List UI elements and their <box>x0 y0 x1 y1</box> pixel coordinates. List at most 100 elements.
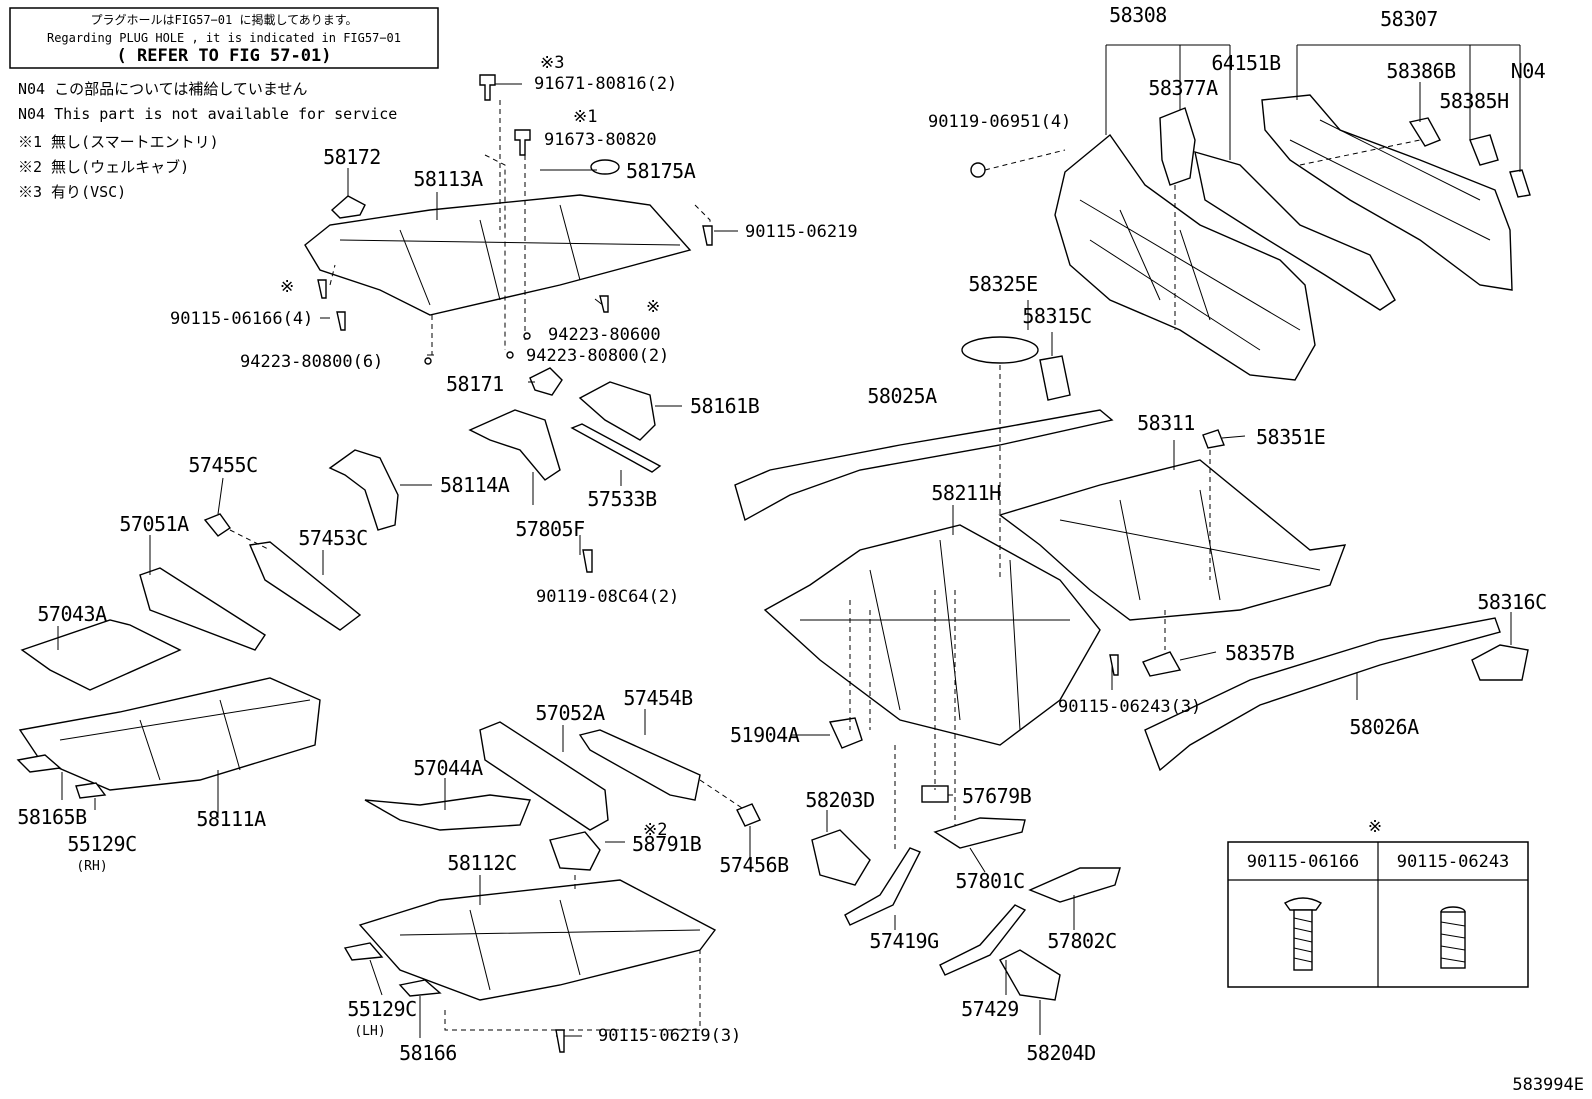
label-57419G[interactable]: 57419G <box>869 929 939 953</box>
label-94223-80600[interactable]: 94223-80600 <box>548 325 661 345</box>
label-57454B[interactable]: 57454B <box>623 686 693 710</box>
part-58204D-drawing <box>999 949 1061 1001</box>
label-58386B[interactable]: 58386B <box>1386 59 1456 83</box>
label-58204D[interactable]: 58204D <box>1026 1041 1096 1065</box>
label-57533B[interactable]: 57533B <box>587 487 657 511</box>
notice-en: Regarding PLUG HOLE , it is indicated in… <box>47 31 401 45</box>
label-58172[interactable]: 58172 <box>323 145 381 169</box>
part-58311-drawing <box>998 459 1347 621</box>
legend-col1-header: 90115-06166 <box>1247 852 1360 872</box>
label-58026A[interactable]: 58026A <box>1349 715 1419 739</box>
part-58316C-drawing <box>1471 644 1529 681</box>
label-N04[interactable]: N04 <box>1511 59 1547 83</box>
label-58025A[interactable]: 58025A <box>867 384 937 408</box>
label-58114A[interactable]: 58114A <box>440 473 510 497</box>
label-57456B[interactable]: 57456B <box>719 853 789 877</box>
part-58325E-drawing <box>961 336 1039 364</box>
label-58791B[interactable]: 58791B <box>632 832 702 856</box>
bolt-90115-06243-icon <box>1440 906 1466 969</box>
label-58307[interactable]: 58307 <box>1380 7 1438 31</box>
label-58166[interactable]: 58166 <box>399 1041 457 1065</box>
label-57801C[interactable]: 57801C <box>955 869 1025 893</box>
note-m3: ※3 有り(VSC) <box>18 183 126 201</box>
label-64151B[interactable]: 64151B <box>1211 51 1281 75</box>
label-58357B[interactable]: 58357B <box>1225 641 1295 665</box>
bolt-90115-06219-drawing <box>702 225 713 246</box>
part-57043A-drawing <box>20 619 182 691</box>
part-58791B-drawing <box>549 831 601 871</box>
part-58172-drawing <box>330 195 366 219</box>
label-57429[interactable]: 57429 <box>961 997 1019 1021</box>
label-58113A[interactable]: 58113A <box>413 167 483 191</box>
bolt-x-drawing <box>599 295 609 313</box>
part-51904A-drawing <box>828 717 863 749</box>
label-58311[interactable]: 58311 <box>1137 411 1195 435</box>
label-58165B[interactable]: 58165B <box>17 805 87 829</box>
label-90115-06219[interactable]: 90115-06219 <box>745 222 858 242</box>
bolt-90115-06166-icon <box>1283 897 1323 971</box>
label-55129C-rh[interactable]: 55129C <box>67 832 137 856</box>
label-58211H[interactable]: 58211H <box>931 481 1001 505</box>
label-94223-80800-2[interactable]: 94223-80800(2) <box>526 346 669 366</box>
part-55129C-lh-drawing <box>343 942 384 961</box>
part-58315C-drawing <box>1039 355 1071 401</box>
label-57051A[interactable]: 57051A <box>119 512 189 536</box>
label-57052A[interactable]: 57052A <box>535 701 605 725</box>
label-58377A[interactable]: 58377A <box>1148 76 1218 100</box>
label-58112C[interactable]: 58112C <box>447 851 517 875</box>
label-57453C[interactable]: 57453C <box>298 526 368 550</box>
part-N04-drawing <box>1509 169 1531 198</box>
bolt-91671-drawing <box>479 74 496 101</box>
label-90115-06219-3[interactable]: 90115-06219(3) <box>598 1026 741 1046</box>
nut-94223-80800-6-drawing <box>424 357 432 365</box>
part-58165B-drawing <box>16 754 62 773</box>
label-rh: (RH) <box>76 859 107 874</box>
label-57805F[interactable]: 57805F <box>515 517 585 541</box>
label-91673-80820[interactable]: 91673-80820 <box>544 130 657 150</box>
label-90115-06166[interactable]: 90115-06166(4) <box>170 309 313 329</box>
label-90119-08C64[interactable]: 90119-08C64(2) <box>536 587 679 607</box>
notice-refer-link[interactable]: ( REFER TO FIG 57-01) <box>117 46 332 66</box>
label-91671-80816[interactable]: 91671-80816(2) <box>534 74 677 94</box>
label-58175A[interactable]: 58175A <box>626 159 696 183</box>
label-58171[interactable]: 58171 <box>446 372 504 396</box>
label-58308[interactable]: 58308 <box>1109 3 1167 27</box>
label-90119-06951[interactable]: 90119-06951(4) <box>928 112 1071 132</box>
part-labels: 58308 58307 64151B 58377A 58386B N04 583… <box>17 3 1547 1065</box>
note-n04-jp: N04 この部品については補給していません <box>18 80 307 98</box>
label-57043A[interactable]: 57043A <box>37 602 107 626</box>
label-58161B[interactable]: 58161B <box>690 394 760 418</box>
part-58026A-drawing <box>1144 617 1501 772</box>
notice-jp: プラグホールはFIG57−01 に掲載してあります。 <box>90 12 357 27</box>
part-57453C-drawing <box>248 541 362 631</box>
part-57044A-drawing <box>364 794 531 831</box>
label-58316C[interactable]: 58316C <box>1477 590 1547 614</box>
part-57419G-drawing <box>844 847 921 926</box>
bolt-90115-06219-3-drawing <box>555 1029 565 1053</box>
label-57455C[interactable]: 57455C <box>188 453 258 477</box>
label-90115-06243[interactable]: 90115-06243(3) <box>1058 697 1201 717</box>
label-58351E[interactable]: 58351E <box>1256 425 1326 449</box>
part-58113A-drawing <box>304 194 692 316</box>
part-58357B-drawing <box>1142 651 1182 677</box>
label-57679B[interactable]: 57679B <box>962 784 1032 808</box>
label-57044A[interactable]: 57044A <box>413 756 483 780</box>
fasteners <box>317 74 1119 1053</box>
label-94223-80800-6[interactable]: 94223-80800(6) <box>240 352 383 372</box>
label-55129C-lh[interactable]: 55129C <box>347 997 417 1021</box>
part-58385H-drawing <box>1469 134 1499 166</box>
legend-table: ※ 90115-06166 90115-06243 <box>1227 817 1529 988</box>
label-58325E[interactable]: 58325E <box>968 272 1038 296</box>
label-57802C[interactable]: 57802C <box>1047 929 1117 953</box>
legend-mark: ※ <box>1368 817 1382 837</box>
part-58171-drawing <box>529 367 563 396</box>
label-58385H[interactable]: 58385H <box>1439 89 1509 113</box>
label-58111A[interactable]: 58111A <box>196 807 266 831</box>
label-51904A[interactable]: 51904A <box>730 723 800 747</box>
part-57456B-drawing <box>736 803 761 827</box>
note-m2: ※2 無し(ウェルキャブ) <box>18 158 189 176</box>
bolt-90119-08C64-drawing <box>582 549 593 573</box>
label-58315C[interactable]: 58315C <box>1022 304 1092 328</box>
label-58203D[interactable]: 58203D <box>805 788 875 812</box>
part-58175A-drawing <box>590 159 620 175</box>
